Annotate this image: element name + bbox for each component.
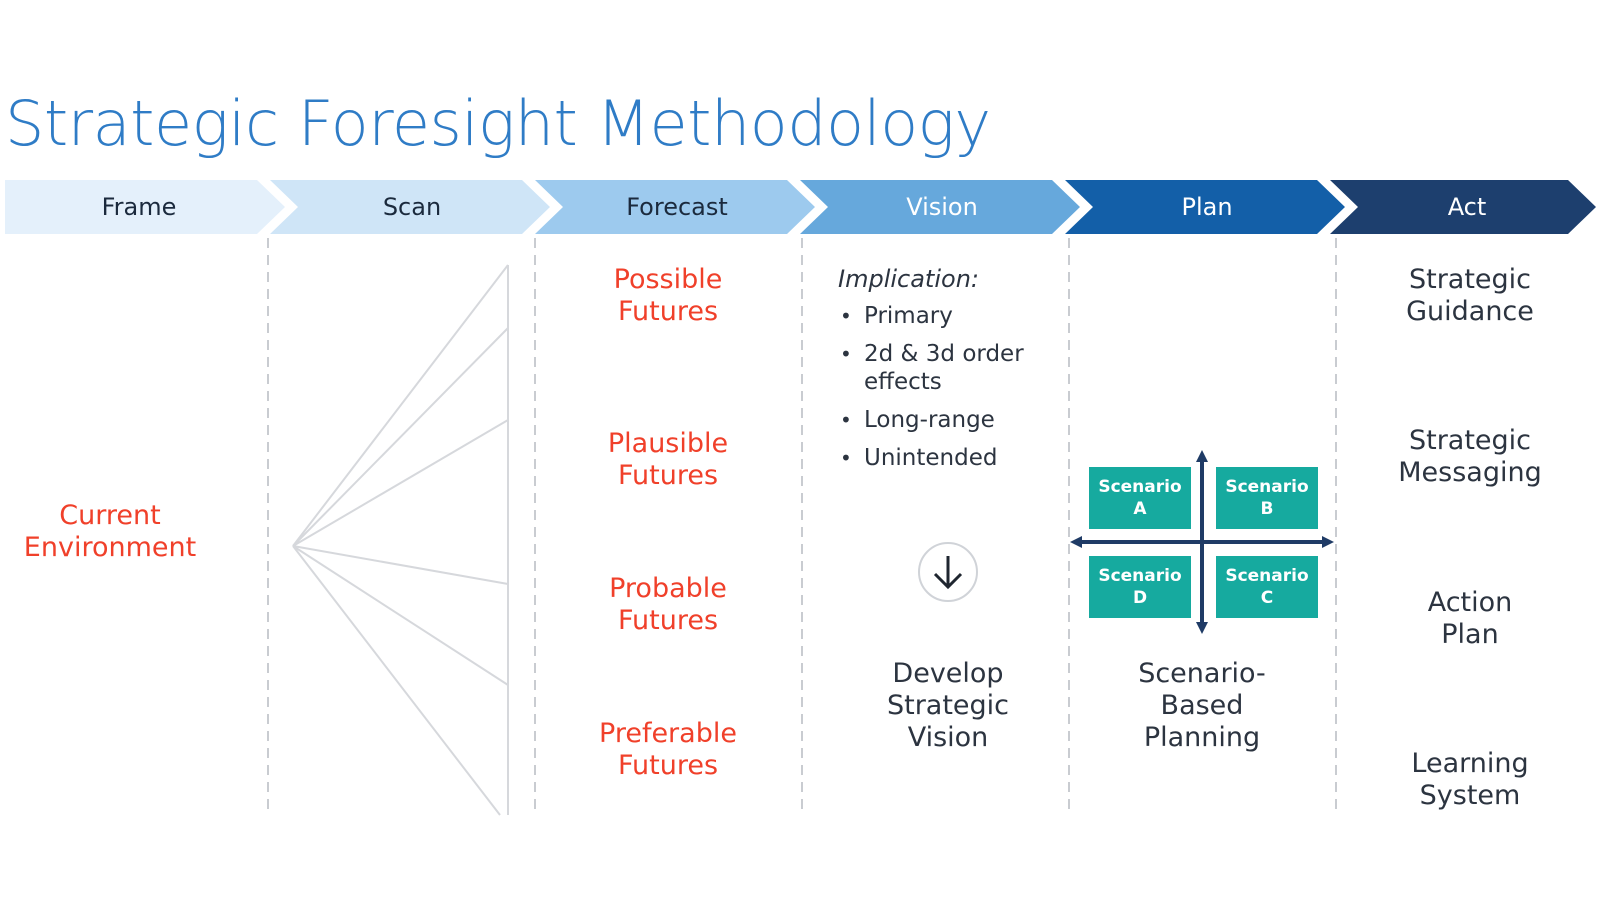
implication-block: Implication: Primary 2d & 3d order effec… (838, 264, 1058, 482)
guidance-line1: Strategic (1408, 264, 1532, 295)
page-title: Strategic Foresight Methodology (5, 87, 991, 160)
action-line2: Plan (1441, 619, 1499, 650)
current-environment-line2: Environment (23, 532, 197, 563)
current-environment-label: Current Environment (10, 500, 210, 564)
stage-chevron-plan (1065, 180, 1345, 234)
stage-label-act: Act (1447, 193, 1487, 221)
scenario-d-line2: D (1132, 588, 1148, 608)
fan-line (292, 545, 509, 686)
scan-fan-lines (292, 264, 509, 816)
stage-chevron-frame (5, 180, 285, 234)
develop-line3: Vision (907, 722, 989, 753)
learning-system-label: Learning System (1370, 748, 1570, 812)
scenario-b-line2: B (1260, 499, 1274, 519)
scenario-based-planning-label: Scenario- Based Planning (1102, 658, 1302, 754)
develop-strategic-vision-label: Develop Strategic Vision (848, 658, 1048, 754)
implication-item-primary: Primary (838, 302, 1058, 330)
scenario-a-line1: Scenario (1098, 477, 1182, 497)
scenario-based-line1: Scenario- (1138, 658, 1266, 689)
messaging-line1: Strategic (1408, 425, 1532, 456)
scenario-d-line1: Scenario (1098, 566, 1182, 586)
scenario-a-line2: A (1133, 499, 1147, 519)
strategic-messaging-label: Strategic Messaging (1370, 425, 1570, 489)
develop-line2: Strategic (886, 690, 1010, 721)
fan-line (292, 419, 509, 547)
stage-chevron-forecast (535, 180, 815, 234)
action-line1: Action (1427, 587, 1513, 618)
stage-label-scan: Scan (382, 193, 442, 221)
current-environment-line1: Current (59, 500, 161, 531)
stage-label-frame: Frame (101, 193, 177, 221)
probable-futures-line1: Probable (609, 573, 727, 604)
implication-list: Primary 2d & 3d order effects Long-range… (838, 302, 1058, 472)
scenario-a-box: Scenario A (1089, 467, 1191, 529)
possible-futures-label: Possible Futures (568, 264, 768, 328)
fan-line (292, 264, 509, 547)
preferable-futures-line1: Preferable (599, 718, 737, 749)
implication-title: Implication: (838, 265, 979, 293)
fan-line (292, 545, 501, 816)
scenario-axis-arrowheads (1070, 450, 1334, 634)
messaging-line2: Messaging (1398, 457, 1542, 488)
stage-label-forecast: Forecast (626, 193, 728, 221)
preferable-futures-line2: Futures (617, 750, 719, 781)
scenario-c-box: Scenario C (1216, 556, 1318, 618)
column-separators (267, 238, 1337, 810)
fan-line (292, 327, 509, 547)
scenario-b-line1: Scenario (1225, 477, 1309, 497)
scenario-d-box: Scenario D (1089, 556, 1191, 618)
preferable-futures-label: Preferable Futures (568, 718, 768, 782)
action-plan-label: Action Plan (1370, 587, 1570, 651)
scenario-c-line1: Scenario (1225, 566, 1309, 586)
stage-chevron-vision (800, 180, 1080, 234)
probable-futures-line2: Futures (617, 605, 719, 636)
scenario-b-box: Scenario B (1216, 467, 1318, 529)
scenario-based-line3: Planning (1143, 722, 1261, 753)
stage-chevron-act (1330, 180, 1596, 234)
strategic-guidance-label: Strategic Guidance (1370, 264, 1570, 328)
down-arrow-circle-icon (918, 542, 978, 602)
fan-line (292, 545, 509, 585)
learning-line2: System (1419, 780, 1521, 811)
stage-chevron-scan (270, 180, 550, 234)
implication-item-order-effects: 2d & 3d order effects (838, 340, 1034, 396)
possible-futures-line1: Possible (613, 264, 723, 295)
scenario-c-line2: C (1260, 588, 1274, 608)
stage-label-vision: Vision (906, 193, 978, 221)
scenario-axes (1078, 458, 1326, 626)
plausible-futures-line2: Futures (617, 460, 719, 491)
learning-line1: Learning (1411, 748, 1529, 779)
implication-item-unintended: Unintended (838, 444, 1058, 472)
possible-futures-line2: Futures (617, 296, 719, 327)
scenario-based-line2: Based (1160, 690, 1244, 721)
plausible-futures-label: Plausible Futures (568, 428, 768, 492)
guidance-line2: Guidance (1406, 296, 1534, 327)
plausible-futures-line1: Plausible (607, 428, 729, 459)
implication-item-long-range: Long-range (838, 406, 1058, 434)
probable-futures-label: Probable Futures (568, 573, 768, 637)
develop-line1: Develop (892, 658, 1004, 689)
stage-label-plan: Plan (1181, 193, 1233, 221)
